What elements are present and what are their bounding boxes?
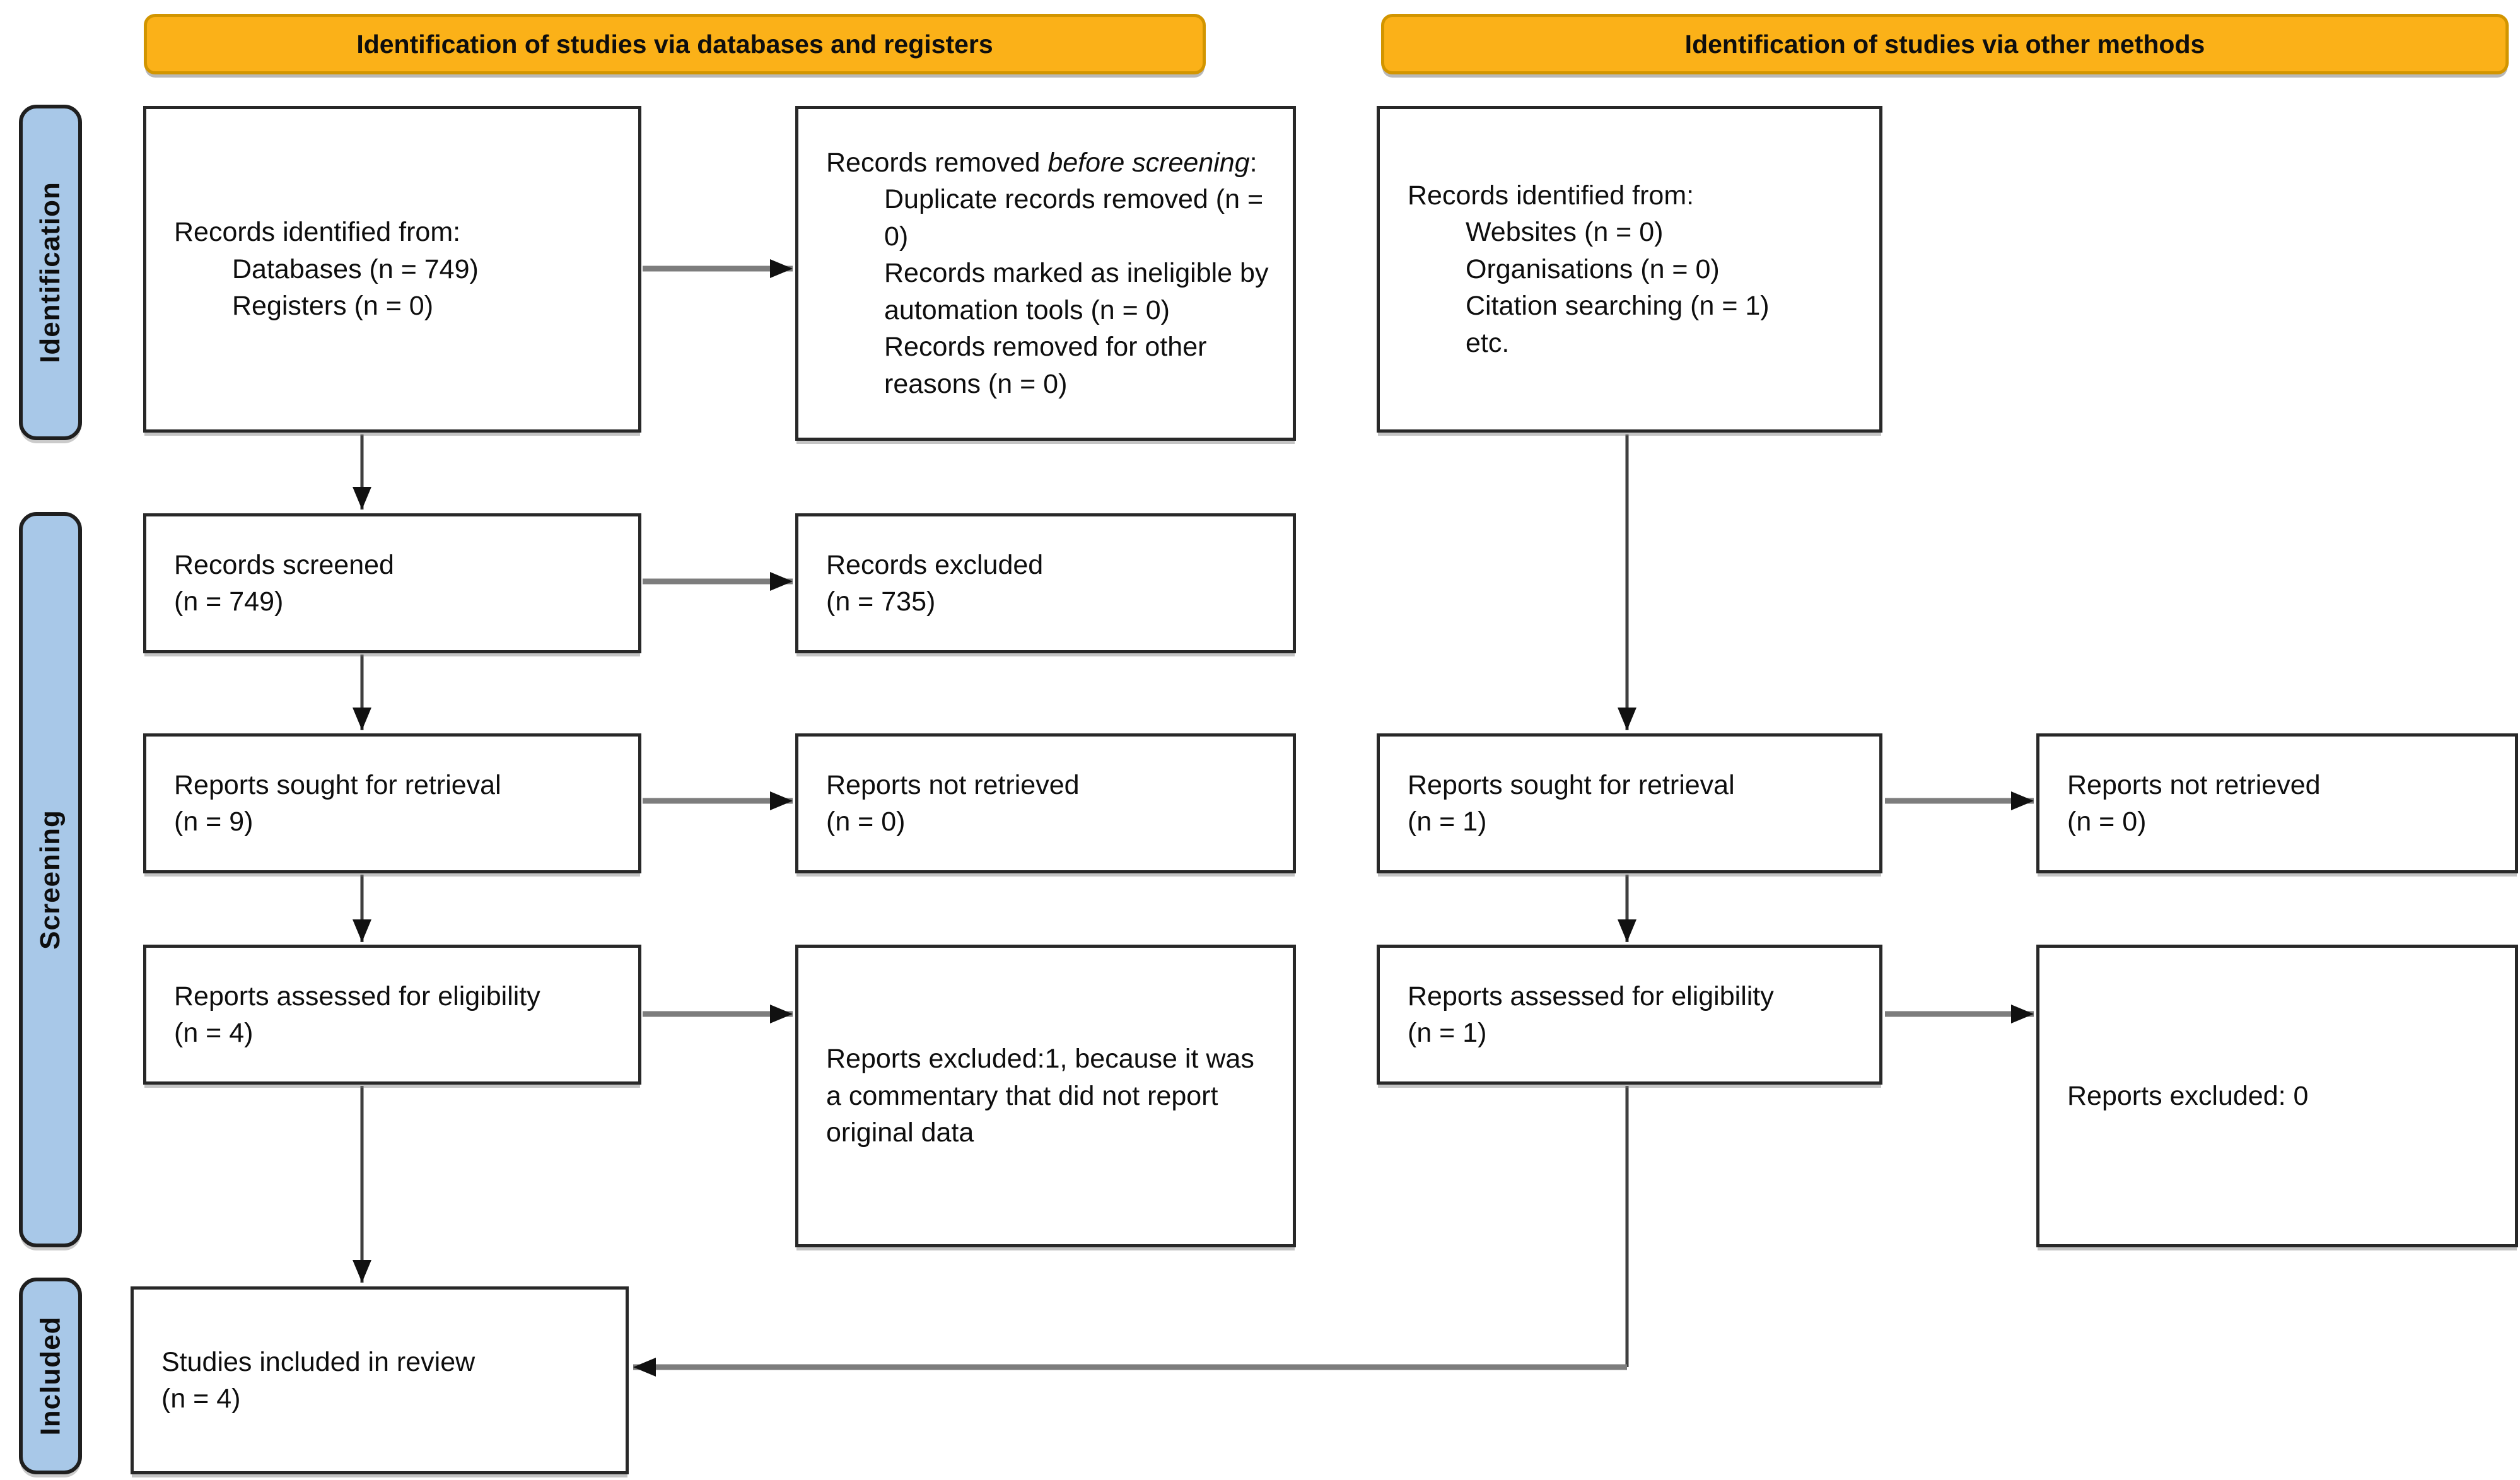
box-title: Records identified from: <box>1408 180 1695 211</box>
box-reports-assessed-databases: Reports assessed for eligibility (n = 4) <box>143 945 641 1085</box>
box-item: Records removed for other reasons (n = 0… <box>884 332 1207 399</box>
banner-databases-registers: Identification of studies via databases … <box>144 14 1206 74</box>
box-item: Registers (n = 0) <box>232 291 434 322</box>
box-item: Databases (n = 749) <box>232 253 479 284</box>
box-title-italic: before screening <box>1047 147 1250 178</box>
banner-other-methods: Identification of studies via other meth… <box>1381 14 2509 74</box>
box-line: Records screened <box>174 549 394 580</box>
stage-label-screening: Screening <box>19 512 82 1247</box>
box-title-suffix: : <box>1249 147 1257 178</box>
box-records-identified-databases: Records identified from: Databases (n = … <box>143 106 641 433</box>
box-reports-not-retrieved-databases: Reports not retrieved (n = 0) <box>795 733 1296 873</box>
box-reports-excluded-reasons: Reports excluded:1, because it was a com… <box>795 945 1296 1247</box>
box-line: (n = 4) <box>174 1018 254 1048</box>
box-line: (n = 0) <box>826 807 906 837</box>
box-records-screened: Records screened (n = 749) <box>143 513 641 653</box>
box-text: Reports excluded:1, because it was a com… <box>826 1044 1254 1148</box>
stage-label-identification: Identification <box>19 105 82 440</box>
banner-databases-registers-label: Identification of studies via databases … <box>356 29 993 59</box>
box-reports-not-retrieved-other: Reports not retrieved (n = 0) <box>2036 733 2518 873</box>
box-line: Reports assessed for eligibility <box>174 981 540 1011</box>
box-line: (n = 1) <box>1408 1018 1487 1048</box>
stage-label-included: Included <box>19 1278 82 1474</box>
box-reports-assessed-other: Reports assessed for eligibility (n = 1) <box>1377 945 1882 1085</box>
box-line: Reports assessed for eligibility <box>1408 981 1774 1011</box>
stage-label-screening-text: Screening <box>35 810 66 950</box>
box-records-excluded: Records excluded (n = 735) <box>795 513 1296 653</box>
box-line: (n = 9) <box>174 807 254 837</box>
box-text: Reports excluded: 0 <box>2067 1080 2309 1111</box>
box-line: (n = 749) <box>174 586 284 617</box>
stage-label-identification-text: Identification <box>35 182 66 363</box>
box-line: Reports not retrieved <box>2067 769 2321 800</box>
box-item: etc. <box>1466 327 1510 358</box>
box-line: (n = 735) <box>826 586 936 617</box>
box-line: Reports sought for retrieval <box>1408 769 1735 800</box>
banner-other-methods-label: Identification of studies via other meth… <box>1684 29 2205 59</box>
box-line: Studies included in review <box>161 1346 475 1377</box>
box-item: Records marked as ineligible by automati… <box>884 258 1269 325</box>
box-line: (n = 1) <box>1408 807 1487 837</box>
box-reports-sought-other: Reports sought for retrieval (n = 1) <box>1377 733 1882 873</box>
box-line: Records excluded <box>826 549 1044 580</box>
box-item: Citation searching (n = 1) <box>1466 291 1770 322</box>
box-item: Organisations (n = 0) <box>1466 253 1720 284</box>
box-records-removed-before-screening: Records removed before screening: Duplic… <box>795 106 1296 441</box>
box-title: Records removed before screening: <box>826 144 1275 181</box>
box-title-prefix: Records removed <box>826 147 1048 178</box>
box-item: Websites (n = 0) <box>1466 217 1664 248</box>
box-records-identified-other: Records identified from: Websites (n = 0… <box>1377 106 1882 433</box>
box-reports-excluded-other: Reports excluded: 0 <box>2036 945 2518 1247</box>
box-studies-included: Studies included in review (n = 4) <box>131 1286 629 1474</box>
stage-label-included-text: Included <box>35 1316 66 1436</box>
box-line: (n = 4) <box>161 1384 241 1414</box>
box-title: Records identified from: <box>174 217 461 248</box>
box-item: Duplicate records removed (n = 0) <box>884 184 1264 252</box>
box-line: (n = 0) <box>2067 807 2147 837</box>
box-line: Reports not retrieved <box>826 769 1080 800</box>
box-reports-sought-databases: Reports sought for retrieval (n = 9) <box>143 733 641 873</box>
box-line: Reports sought for retrieval <box>174 769 501 800</box>
